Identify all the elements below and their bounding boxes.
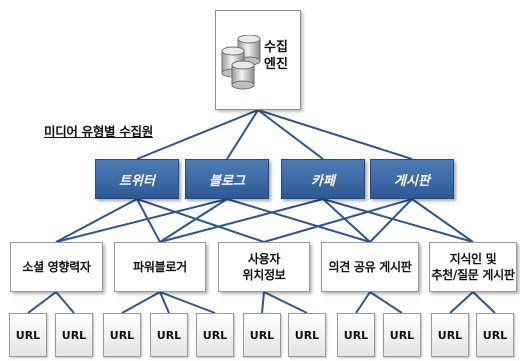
- connector-line: [369, 198, 413, 243]
- connector-line: [27, 291, 57, 314]
- connector-line: [55, 291, 75, 314]
- url-node: URL: [288, 313, 326, 357]
- category-user-location: 사용자 위치정보: [218, 242, 310, 292]
- url-node: URL: [476, 313, 514, 357]
- category-power-blogger: 파워블로거: [114, 242, 206, 292]
- connector-line: [159, 291, 216, 314]
- connector-line: [121, 291, 161, 314]
- connector-line: [472, 291, 496, 314]
- connector-line: [226, 109, 259, 160]
- url-node: URL: [9, 313, 47, 357]
- connector-line: [263, 198, 413, 243]
- connector-line: [159, 291, 170, 314]
- media-node-board: 게시판: [370, 159, 454, 199]
- connector-line: [355, 291, 371, 314]
- database-icon: [221, 35, 261, 90]
- connector-line: [257, 109, 324, 160]
- category-social-influencer: 소셜 영향력자: [10, 242, 103, 292]
- connector-line: [136, 109, 259, 160]
- collection-engine-node: 수집 엔진: [215, 10, 301, 110]
- url-node: URL: [150, 313, 188, 357]
- url-node: URL: [431, 313, 469, 357]
- connector-line: [136, 198, 265, 243]
- url-node: URL: [337, 313, 375, 357]
- connector-line: [136, 198, 161, 243]
- url-node: URL: [55, 313, 93, 357]
- url-node: URL: [196, 313, 234, 357]
- connector-line: [55, 198, 138, 243]
- url-node: URL: [383, 313, 421, 357]
- url-node: URL: [243, 313, 281, 357]
- connector-line: [55, 198, 228, 243]
- connector-line: [257, 109, 413, 160]
- connector-line: [449, 291, 474, 314]
- connector-line: [226, 198, 371, 243]
- connector-line: [322, 198, 474, 243]
- connector-line: [322, 198, 371, 243]
- engine-label: 수집 엔진: [264, 40, 288, 72]
- url-node: URL: [103, 313, 141, 357]
- connector-line: [159, 198, 228, 243]
- category-knowledge-board: 지식인 및 추천/질문 게시판: [429, 242, 517, 292]
- section-label: 미디어 유형별 수집원: [44, 124, 153, 139]
- connector-line: [411, 198, 474, 243]
- category-opinion-board: 의견 공유 게시판: [321, 242, 419, 292]
- connector-line: [159, 198, 324, 243]
- media-node-cafe: 카페: [281, 159, 365, 199]
- media-node-blog: 블로그: [185, 159, 269, 199]
- connector-line: [369, 291, 403, 314]
- connector-line: [263, 291, 308, 314]
- media-node-twitter: 트위터: [95, 159, 179, 199]
- connector-line: [261, 291, 265, 314]
